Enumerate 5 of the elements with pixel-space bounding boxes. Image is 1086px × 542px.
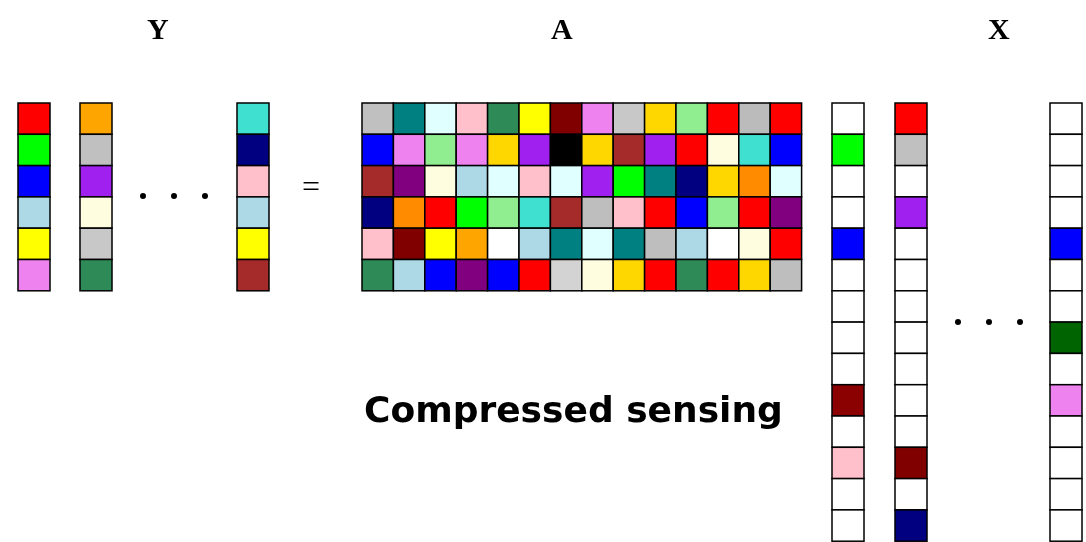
equals-sign: =: [302, 170, 321, 202]
caption-text: Compressed sensing: [364, 392, 783, 428]
matrix-label: Y: [147, 14, 169, 44]
matrix-label: A: [551, 14, 573, 44]
matrix-label: X: [988, 14, 1010, 44]
